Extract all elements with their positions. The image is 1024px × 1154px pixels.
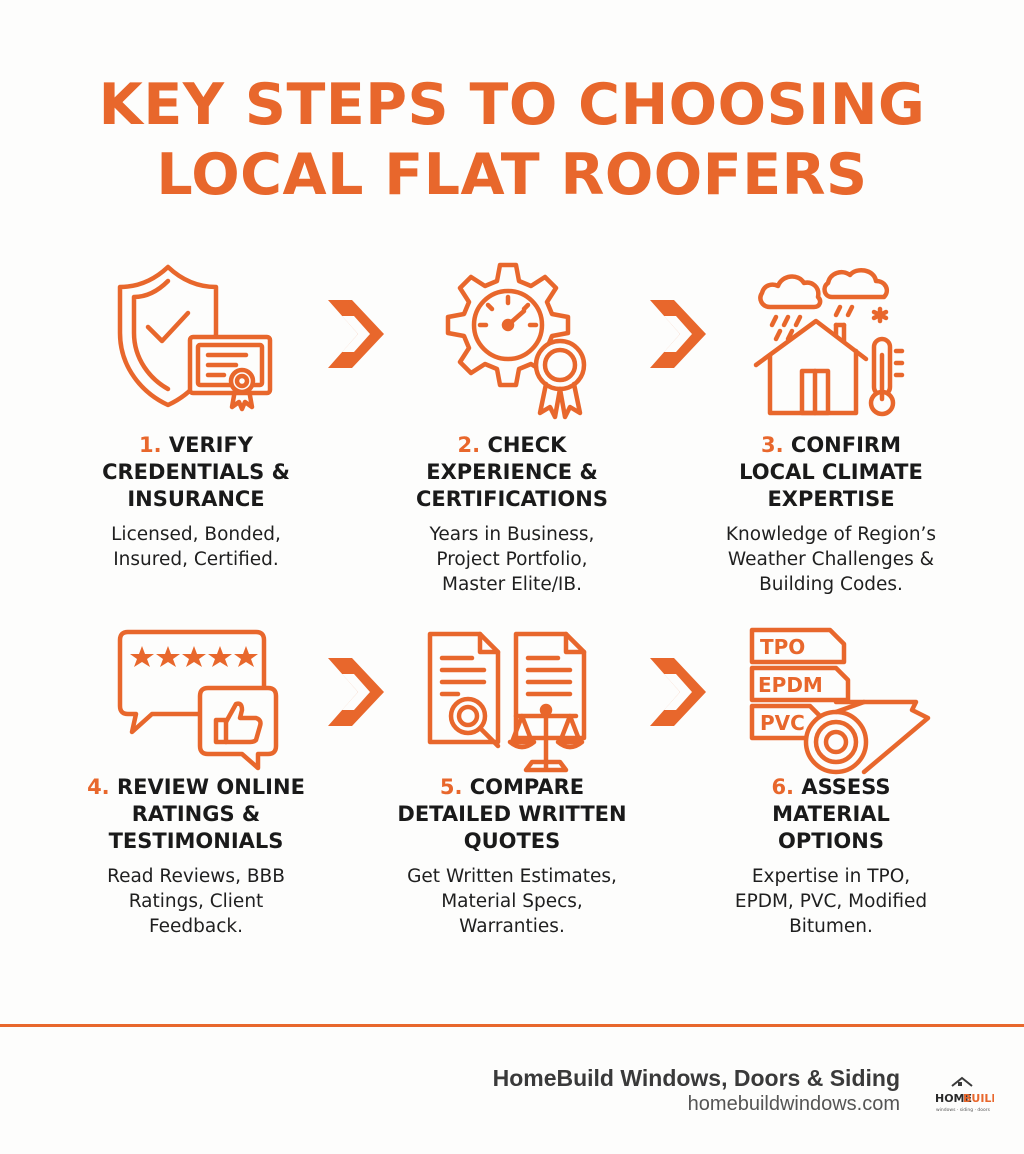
house-weather-icon: [740, 255, 940, 425]
step-number: 5.: [439, 775, 463, 799]
step-4: 4. REVIEW ONLINE RATINGS & TESTIMONIALS …: [51, 774, 341, 939]
step-title-line: EXPERTISE: [767, 487, 895, 511]
step-desc-line: Material Specs,: [441, 891, 583, 912]
title-line-1: KEY STEPS TO CHOOSING: [98, 72, 926, 138]
page-title: KEY STEPS TO CHOOSING LOCAL FLAT ROOFERS: [0, 70, 1024, 210]
step-title-line: COMPARE: [469, 775, 585, 799]
gear-gauge-badge-icon: [418, 255, 618, 425]
step-desc-line: Project Portfolio,: [436, 549, 588, 570]
epdm-label: EPDM: [758, 673, 823, 697]
step-title-line: REVIEW ONLINE: [116, 775, 305, 799]
step-title-line: CHECK: [487, 433, 567, 457]
step-description: Expertise in TPO, EPDM, PVC, Modified Bi…: [686, 864, 976, 939]
step-title-line: CERTIFICATIONS: [415, 487, 608, 511]
step-description: Licensed, Bonded, Insured, Certified.: [51, 522, 341, 572]
step-title: 6. ASSESS MATERIAL OPTIONS: [686, 774, 976, 855]
footer-brand: HomeBuild Windows, Doors & Siding homebu…: [493, 1064, 900, 1116]
title-line-2: LOCAL FLAT ROOFERS: [156, 142, 868, 208]
logo-text-build: BUILD: [963, 1092, 994, 1105]
step-title-line: MATERIAL: [772, 802, 890, 826]
step-number: 1.: [138, 433, 162, 457]
step-desc-line: Building Codes.: [759, 574, 903, 595]
step-title: 1. VERIFY CREDENTIALS & INSURANCE: [51, 432, 341, 513]
tpo-label: TPO: [760, 635, 805, 659]
step-title-line: INSURANCE: [127, 487, 265, 511]
step-desc-line: Warranties.: [459, 916, 565, 937]
step-title-line: DETAILED WRITTEN: [397, 802, 627, 826]
logo-text-home: HOME: [935, 1092, 972, 1105]
step-title-line: CONFIRM: [790, 433, 901, 457]
chevron-right-icon: [324, 652, 388, 732]
step-desc-line: Bitumen.: [789, 916, 873, 937]
review-thumbs-up-icon: [96, 618, 296, 788]
step-desc-line: Feedback.: [149, 916, 243, 937]
step-number: 3.: [761, 433, 784, 457]
chevron-right-icon: [324, 294, 388, 374]
footer-divider: [0, 1024, 1024, 1027]
homebuild-logo: HOME BUILD windows · siding · doors: [934, 1072, 994, 1116]
step-title-line: EXPERIENCE &: [426, 460, 598, 484]
brand-name: HomeBuild Windows, Doors & Siding: [492, 1065, 900, 1091]
step-desc-line: EPDM, PVC, Modified: [734, 891, 928, 912]
step-title-line: CREDENTIALS &: [102, 460, 290, 484]
step-desc-line: Ratings, Client: [128, 891, 264, 912]
roofing-materials-icon: TPO EPDM PVC: [740, 618, 940, 788]
step-desc-line: Get Written Estimates,: [407, 866, 617, 887]
step-desc-line: Licensed, Bonded,: [111, 524, 281, 545]
step-desc-line: Knowledge of Region’s: [725, 524, 937, 545]
chevron-right-icon: [646, 294, 710, 374]
step-title-line: LOCAL CLIMATE: [739, 460, 923, 484]
step-desc-line: Master Elite/IB.: [442, 574, 582, 595]
step-description: Read Reviews, BBB Ratings, Client Feedba…: [51, 864, 341, 939]
step-3: 3. CONFIRM LOCAL CLIMATE EXPERTISE Knowl…: [686, 432, 976, 597]
step-6: 6. ASSESS MATERIAL OPTIONS Expertise in …: [686, 774, 976, 939]
shield-certificate-icon: [96, 255, 296, 425]
step-desc-line: Insured, Certified.: [113, 549, 279, 570]
step-number: 6.: [771, 775, 795, 799]
step-title-line: RATINGS &: [131, 802, 261, 826]
step-title-line: ASSESS: [801, 775, 891, 799]
step-desc-line: Weather Challenges &: [727, 549, 935, 570]
step-2: 2. CHECK EXPERIENCE & CERTIFICATIONS Yea…: [367, 432, 657, 597]
chevron-right-icon: [646, 652, 710, 732]
pvc-label: PVC: [760, 711, 805, 735]
step-1: 1. VERIFY CREDENTIALS & INSURANCE Licens…: [51, 432, 341, 572]
step-title-line: OPTIONS: [778, 829, 884, 853]
documents-scale-icon: [418, 618, 618, 788]
step-description: Years in Business, Project Portfolio, Ma…: [367, 522, 657, 597]
logo-tagline: windows · siding · doors: [936, 1107, 991, 1113]
step-title: 5. COMPARE DETAILED WRITTEN QUOTES: [367, 774, 657, 855]
step-desc-line: Read Reviews, BBB: [107, 866, 285, 887]
step-title: 3. CONFIRM LOCAL CLIMATE EXPERTISE: [686, 432, 976, 513]
step-description: Get Written Estimates, Material Specs, W…: [367, 864, 657, 939]
step-number: 2.: [457, 433, 481, 457]
step-number: 4.: [87, 775, 110, 799]
step-title: 4. REVIEW ONLINE RATINGS & TESTIMONIALS: [51, 774, 341, 855]
step-title-line: VERIFY: [168, 433, 254, 457]
step-description: Knowledge of Region’s Weather Challenges…: [686, 522, 976, 597]
step-desc-line: Years in Business,: [429, 524, 595, 545]
brand-url: homebuildwindows.com: [687, 1093, 900, 1115]
step-title: 2. CHECK EXPERIENCE & CERTIFICATIONS: [367, 432, 657, 513]
step-desc-line: Expertise in TPO,: [751, 866, 911, 887]
step-title-line: TESTIMONIALS: [108, 829, 284, 853]
step-title-line: QUOTES: [463, 829, 561, 853]
step-5: 5. COMPARE DETAILED WRITTEN QUOTES Get W…: [367, 774, 657, 939]
